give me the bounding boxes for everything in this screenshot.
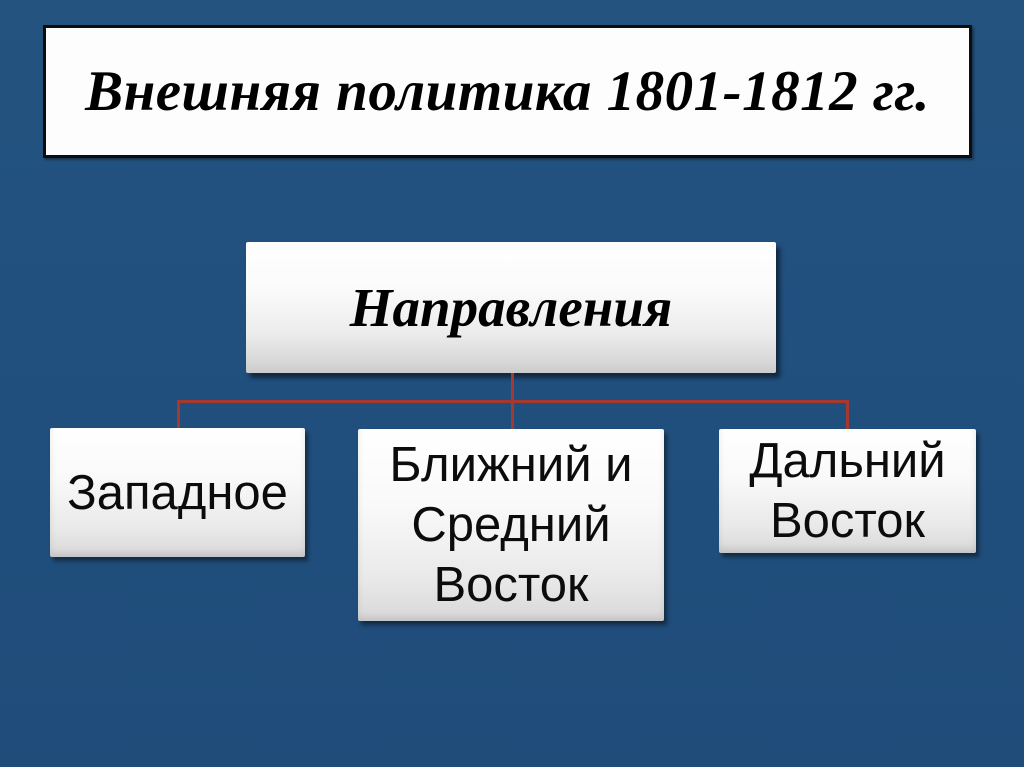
node-western-label: Западное	[67, 465, 288, 520]
node-far-east-label-line1: Дальний	[749, 434, 946, 488]
node-far-east: Дальний Восток	[719, 429, 976, 553]
root-node-label: Направления	[349, 277, 673, 338]
node-near-middle-east: Ближний и Средний Восток	[358, 429, 664, 621]
connector-vertical-right	[846, 400, 849, 431]
title-box: Внешняя политика 1801-1812 гг.	[43, 25, 972, 158]
connector-horizontal	[177, 400, 849, 403]
root-node-directions: Направления	[246, 242, 776, 373]
connector-vertical-left	[177, 400, 180, 431]
node-near-middle-east-label-line2: Средний	[411, 498, 611, 552]
slide-title: Внешняя политика 1801-1812 гг.	[85, 60, 930, 123]
node-near-middle-east-label-line3: Восток	[433, 558, 589, 612]
node-near-middle-east-label-line1: Ближний и	[389, 438, 633, 492]
node-western: Западное	[50, 428, 305, 557]
node-far-east-label-line2: Восток	[769, 494, 925, 548]
